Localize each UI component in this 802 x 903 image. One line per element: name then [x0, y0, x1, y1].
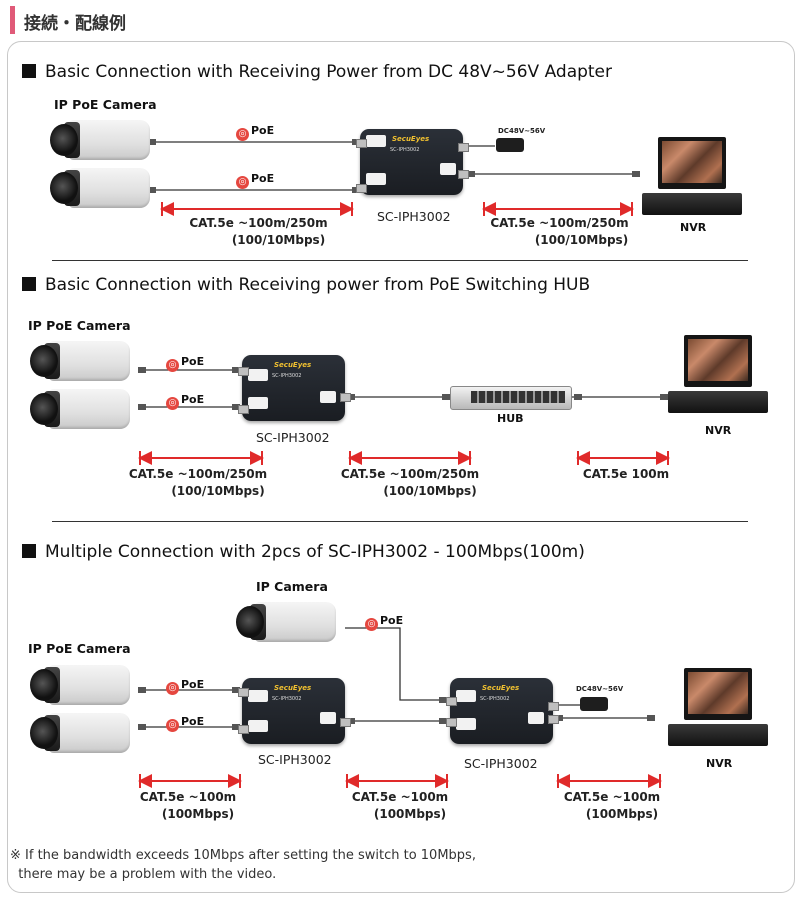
section-divider: [52, 260, 748, 261]
poe-badge: ◎PoE: [166, 678, 204, 695]
section-3-title: Multiple Connection with 2pcs of SC-IPH3…: [22, 542, 585, 562]
header-accent-bar: [10, 6, 15, 34]
section-2-title: Basic Connection with Receiving power fr…: [22, 275, 590, 295]
adapter-label: DC48V~56V: [576, 685, 624, 693]
poe-badge: ◎PoE: [236, 124, 274, 141]
poe-icon: ◎: [166, 397, 179, 410]
poe-icon: ◎: [236, 176, 249, 189]
power-adapter-icon: [496, 138, 524, 152]
poe-badge: ◎PoE: [166, 355, 204, 372]
poe-icon: ◎: [166, 719, 179, 732]
camera-icon: [30, 340, 130, 382]
poe-badge: ◎PoE: [236, 172, 274, 189]
sc-iph3002-device: SecuEyes SC-IPH3002: [238, 355, 351, 421]
poe-badge: ◎PoE: [365, 614, 403, 631]
device-label: SC-IPH3002: [377, 209, 451, 224]
page-title: 接続・配線例: [24, 14, 126, 34]
ip-poe-camera-label: IP PoE Camera: [54, 97, 157, 112]
poe-icon: ◎: [166, 682, 179, 695]
poe-badge: ◎PoE: [166, 715, 204, 732]
ip-poe-camera-label: IP PoE Camera: [28, 318, 131, 333]
footnote: ※ If the bandwidth exceeds 10Mbps after …: [10, 848, 476, 882]
section-1-title: Basic Connection with Receiving Power fr…: [22, 62, 612, 82]
camera-icon: [30, 712, 130, 754]
nvr-icon: [642, 137, 742, 217]
camera-icon: [30, 664, 130, 706]
dimension-label: CAT.5e ~100m(100Mbps): [139, 790, 237, 821]
device-label: SC-IPH3002: [464, 756, 538, 771]
nvr-label: NVR: [705, 424, 732, 437]
nvr-icon: [668, 668, 768, 748]
dimension-label: CAT.5e ~100m(100Mbps): [563, 790, 661, 821]
nvr-label: NVR: [680, 221, 707, 234]
sc-iph3002-device: SecuEyes SC-IPH3002: [238, 678, 351, 744]
dimension-label: CAT.5e 100m: [582, 467, 670, 481]
dimension-label: CAT.5e ~100m/250m(100/10Mbps): [128, 467, 268, 498]
poe-icon: ◎: [166, 359, 179, 372]
power-adapter-icon: [580, 697, 608, 711]
poe-icon: ◎: [365, 618, 378, 631]
dimension-label: CAT.5e ~100m(100Mbps): [351, 790, 449, 821]
camera-icon: [236, 601, 336, 643]
ip-camera-label: IP Camera: [256, 579, 328, 594]
nvr-label: NVR: [706, 757, 733, 770]
adapter-label: DC48V~56V: [498, 127, 546, 135]
poe-switching-hub-icon: [450, 386, 572, 410]
sc-iph3002-device: SecuEyes SC-IPH3002: [356, 129, 469, 195]
bullet-square-icon: [22, 544, 36, 558]
device-label: SC-IPH3002: [258, 752, 332, 767]
device-label: SC-IPH3002: [256, 430, 330, 445]
camera-icon: [50, 167, 150, 209]
hub-label: HUB: [497, 412, 524, 425]
poe-badge: ◎PoE: [166, 393, 204, 410]
ip-poe-camera-label: IP PoE Camera: [28, 641, 131, 656]
bullet-square-icon: [22, 64, 36, 78]
bullet-square-icon: [22, 277, 36, 291]
section-divider: [52, 521, 748, 522]
sc-iph3002-device: SecuEyes SC-IPH3002: [446, 678, 559, 744]
nvr-icon: [668, 335, 768, 415]
dimension-label: CAT.5e ~100m/250m(100/10Mbps): [189, 216, 328, 247]
dimension-label: CAT.5e ~100m/250m(100/10Mbps): [490, 216, 629, 247]
camera-icon: [30, 388, 130, 430]
poe-icon: ◎: [236, 128, 249, 141]
camera-icon: [50, 119, 150, 161]
dimension-label: CAT.5e ~100m/250m(100/10Mbps): [340, 467, 480, 498]
